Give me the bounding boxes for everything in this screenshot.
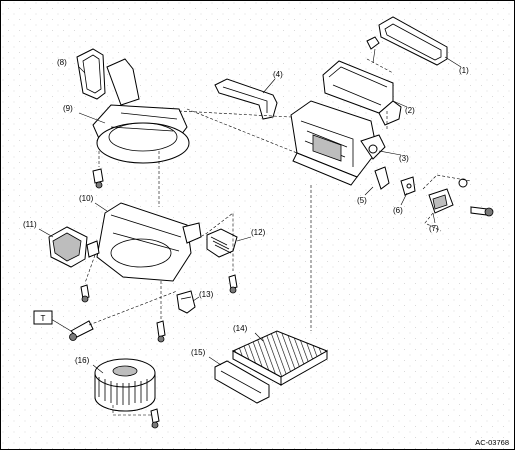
part-9-upper-case [92, 58, 190, 189]
part-10-lower-case [96, 202, 202, 282]
label-part-8: (8) [57, 58, 67, 67]
label-part-14: (14) [233, 324, 248, 333]
part-5-lever [374, 166, 390, 190]
part-labels: (1) (2) (3) (4) (5) (6) (7) (8) (9) (10)… [23, 58, 469, 365]
leader-lines [38, 56, 462, 374]
part-15-filter-cover [214, 360, 270, 404]
part-8-gasket [76, 48, 106, 100]
part-13-bracket [176, 290, 196, 314]
torque-symbol-box: T [33, 310, 53, 325]
screw-center [156, 320, 166, 343]
label-part-15: (15) [191, 348, 206, 357]
label-part-5: (5) [357, 196, 367, 205]
label-part-2: (2) [405, 106, 415, 115]
part-3-main-case [290, 100, 386, 186]
label-part-12: (12) [251, 228, 266, 237]
label-part-3: (3) [399, 154, 409, 163]
part-12-heatsink [206, 228, 238, 294]
part-6-link [400, 176, 416, 196]
label-part-1: (1) [459, 66, 469, 75]
label-part-6: (6) [393, 206, 403, 215]
assembly-lines [84, 58, 394, 416]
part-14-air-filter [231, 330, 329, 386]
label-part-7: (7) [429, 224, 439, 233]
label-part-11: (11) [23, 220, 37, 229]
label-part-10: (10) [79, 194, 94, 203]
torque-symbol-text: T [41, 314, 46, 323]
label-part-16: (16) [75, 356, 90, 365]
part-2-intake-cover [322, 36, 402, 126]
label-part-9: (9) [63, 104, 73, 113]
part-7-actuator [422, 174, 494, 232]
diagram-code: AC-03768 [475, 438, 509, 447]
part-1-seal [378, 16, 448, 66]
part-4-duct [214, 78, 278, 120]
label-part-4: (4) [273, 70, 283, 79]
label-part-13: (13) [199, 290, 214, 299]
torque-bolt [69, 320, 94, 341]
part-16-blower-motor [94, 358, 160, 429]
part-11-resistor [48, 226, 100, 303]
